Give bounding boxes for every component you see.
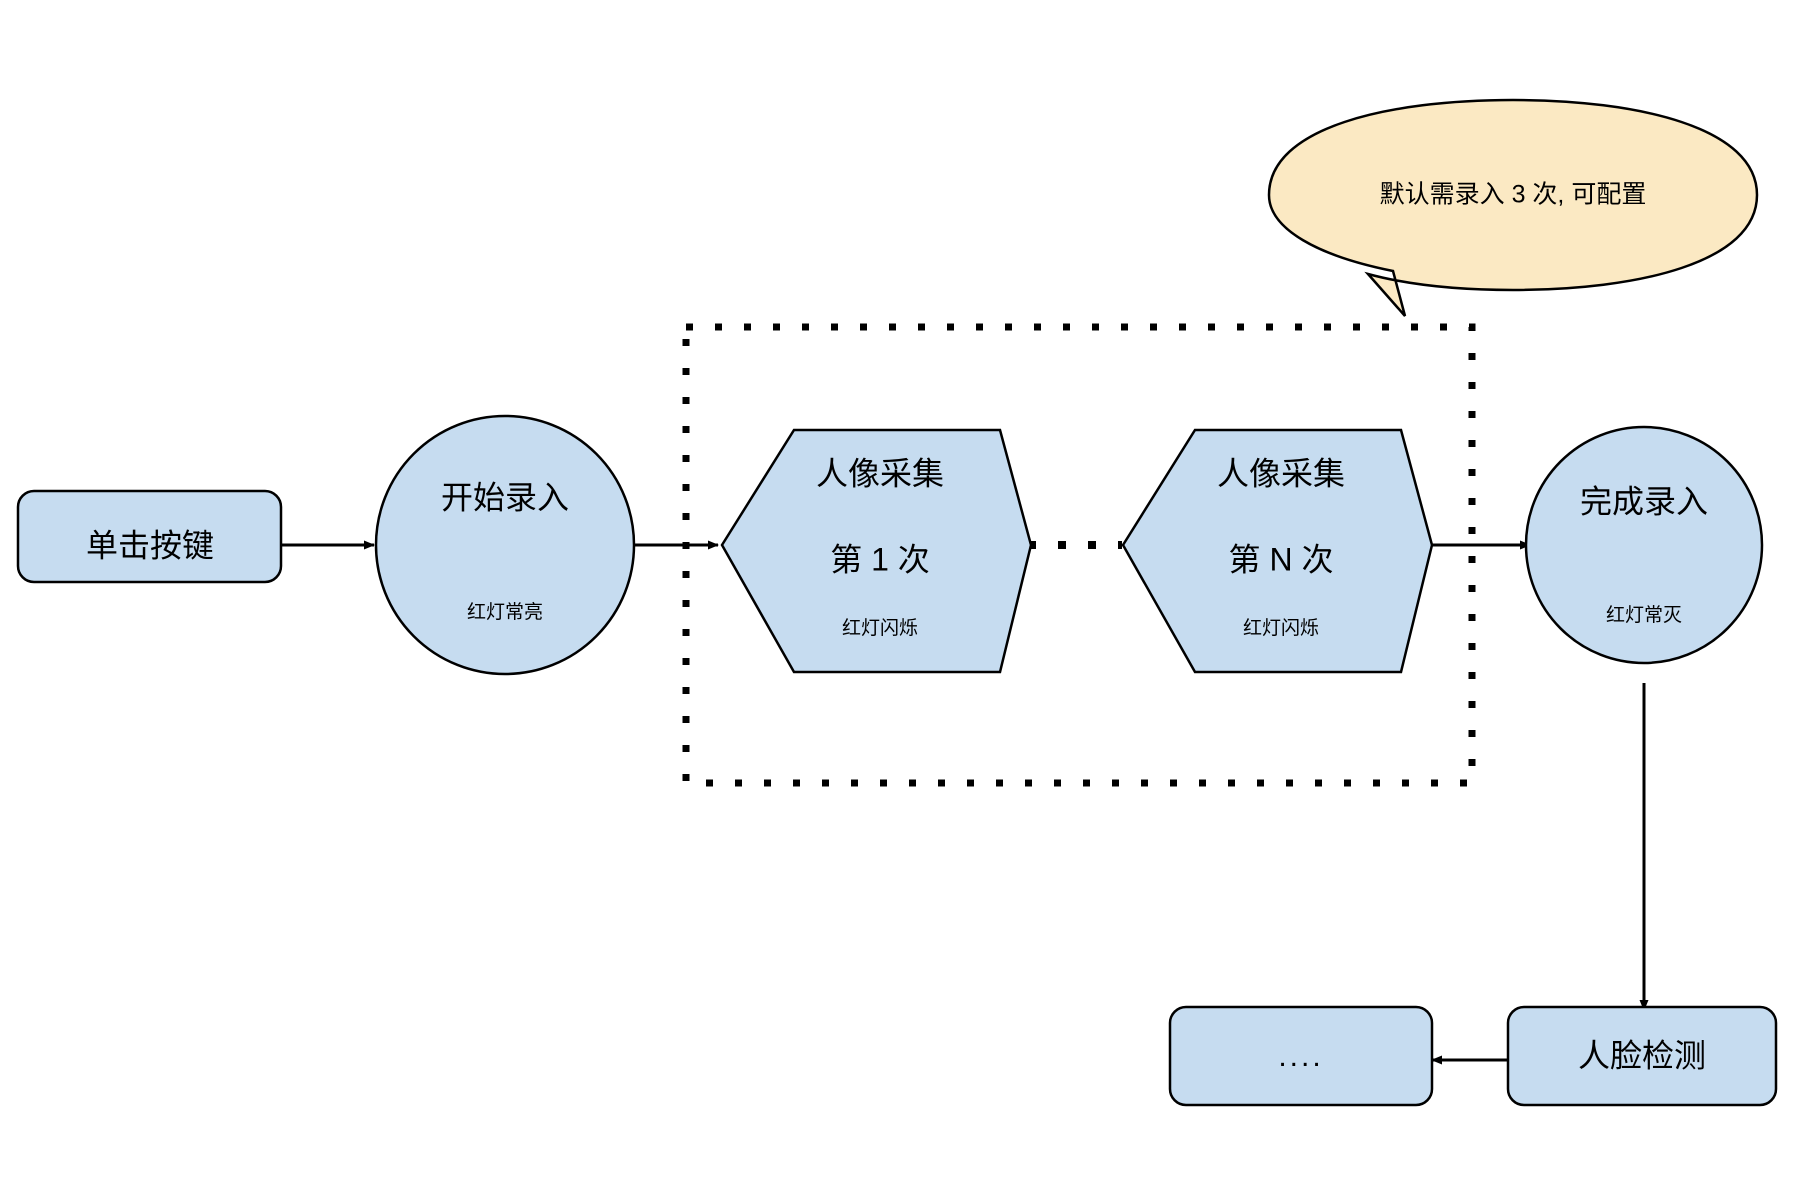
node-capture-nth-sublabel: 红灯闪烁	[1243, 617, 1319, 639]
node-start-enroll-sublabel: 红灯常亮	[467, 601, 543, 623]
node-finish-enroll-label: 完成录入	[1580, 483, 1708, 519]
node-capture-first-shape	[720, 428, 1033, 674]
node-click-key-shape	[16, 489, 283, 584]
node-capture-first-label-line1: 人像采集	[816, 455, 944, 491]
node-finish-enroll-sublabel: 红灯常灭	[1606, 604, 1682, 626]
node-capture-first[interactable]: 人像采集 第 1 次 红灯闪烁	[720, 428, 1033, 674]
node-finish-enroll-shape	[1524, 425, 1764, 665]
node-start-enroll[interactable]: 开始录入 红灯常亮	[374, 414, 636, 676]
node-face-detect-shape	[1506, 1005, 1778, 1107]
node-start-enroll-shape	[374, 414, 636, 676]
node-more-steps[interactable]: ....	[1168, 1005, 1434, 1107]
callout-enroll-count-shape	[1267, 98, 1759, 317]
node-click-key-label: 单击按键	[86, 527, 214, 563]
node-more-steps-shape	[1168, 1005, 1434, 1107]
node-face-detect[interactable]: 人脸检测	[1506, 1005, 1778, 1107]
node-capture-nth[interactable]: 人像采集 第 N 次 红灯闪烁	[1121, 428, 1434, 674]
node-capture-first-label-line2: 第 1 次	[830, 541, 930, 577]
node-capture-first-sublabel: 红灯闪烁	[842, 617, 918, 639]
node-capture-nth-shape	[1121, 428, 1434, 674]
node-more-steps-label: ....	[1278, 1040, 1323, 1073]
node-finish-enroll[interactable]: 完成录入 红灯常灭	[1524, 425, 1764, 665]
node-capture-nth-label-line1: 人像采集	[1217, 455, 1345, 491]
callout-enroll-count-label: 默认需录入 3 次, 可配置	[1380, 181, 1647, 209]
node-click-key[interactable]: 单击按键	[16, 489, 283, 584]
callout-enroll-count[interactable]: 默认需录入 3 次, 可配置	[1267, 98, 1759, 317]
node-capture-nth-label-line2: 第 N 次	[1229, 541, 1334, 577]
node-start-enroll-label: 开始录入	[441, 479, 569, 515]
node-face-detect-label: 人脸检测	[1578, 1037, 1706, 1073]
